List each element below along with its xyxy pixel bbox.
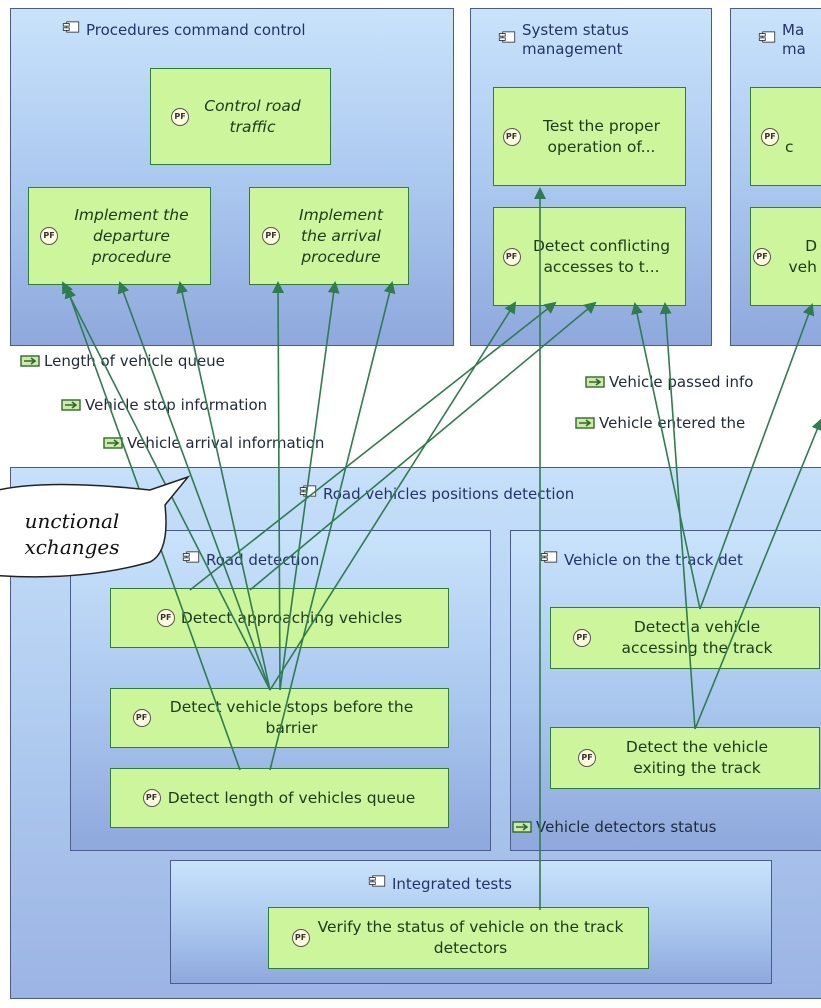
function-implement-arrival[interactable]: PF Implement the arrival procedure [249, 187, 409, 285]
pf-icon: PF [761, 127, 779, 146]
pf-icon: PF [753, 247, 771, 266]
component-vehicle-on-track-detection[interactable]: Vehicle on the track det [510, 530, 821, 851]
exchange-icon [20, 355, 40, 367]
exchange-arrow [269, 281, 396, 771]
function-detect-vehicle-stops[interactable]: PF Detect vehicle stops before the barri… [110, 688, 449, 748]
component-title: Vehicle on the track det [564, 551, 743, 569]
exchange-vehicle-detectors-status[interactable]: Vehicle detectors status [512, 818, 716, 836]
pf-icon: PF [291, 929, 310, 947]
function-test-proper-operation[interactable]: PF Test the proper operation of... [493, 87, 686, 186]
callout-text: unctional xchanges [24, 509, 120, 559]
exchange-icon [512, 821, 532, 833]
component-icon [498, 31, 516, 43]
function-third-a-partial[interactable]: PF c [750, 87, 821, 186]
exchange-icon [585, 376, 605, 388]
function-verify-status-detectors[interactable]: PF Verify the status of vehicle on the t… [268, 907, 649, 969]
component-title: Road vehicles positions detection [323, 485, 575, 503]
function-detect-length-of-queue[interactable]: PF Detect length of vehicles queue [110, 768, 449, 828]
function-implement-departure[interactable]: PF Implement the departure procedure [28, 187, 211, 285]
pf-icon: PF [156, 609, 175, 627]
exchange-vehicle-stop-information[interactable]: Vehicle stop information [61, 396, 267, 414]
exchange-arrow [694, 418, 821, 730]
function-control-road-traffic[interactable]: PF Control road traffic [150, 68, 331, 165]
function-detect-vehicle-exiting-track[interactable]: PF Detect the vehicle exiting the track [550, 727, 820, 789]
function-detect-conflicting-accesses[interactable]: PF Detect conflicting accesses to t... [493, 207, 686, 306]
component-icon [62, 21, 80, 33]
exchange-icon [575, 417, 595, 429]
exchange-arrow [659, 302, 696, 730]
pf-icon: PF [573, 629, 591, 647]
exchange-arrow [699, 303, 815, 610]
component-title: Procedures command control [86, 21, 306, 39]
exchange-arrow [272, 281, 285, 691]
exchange-vehicle-entered[interactable]: Vehicle entered the [575, 414, 745, 432]
exchange-arrow [279, 281, 340, 691]
pf-icon: PF [262, 227, 280, 245]
exchange-arrow [189, 301, 557, 591]
function-third-b-partial[interactable]: PF D veh [750, 207, 821, 306]
pf-icon: PF [171, 107, 189, 126]
exchange-icon [61, 399, 81, 411]
callout-bubble [0, 475, 191, 578]
pf-icon: PF [578, 749, 596, 767]
component-title: Ma ma [782, 21, 806, 58]
exchange-vehicle-passed-info[interactable]: Vehicle passed info [585, 373, 753, 391]
component-icon [540, 551, 558, 563]
component-icon [368, 875, 386, 887]
exchange-arrow [249, 301, 597, 591]
exchange-arrow [117, 281, 271, 691]
component-title: Integrated tests [392, 875, 512, 893]
component-procedures-command-control[interactable]: Procedures command control [10, 8, 454, 346]
pf-icon: PF [142, 789, 161, 807]
exchange-arrow [631, 302, 701, 610]
component-title: System status management [522, 21, 629, 58]
component-icon [182, 551, 200, 563]
pf-icon: PF [502, 247, 521, 266]
pf-icon: PF [502, 127, 521, 146]
exchange-arrow [176, 281, 271, 691]
pf-icon: PF [40, 227, 58, 245]
exchange-vehicle-arrival-information[interactable]: Vehicle arrival information [103, 434, 324, 452]
pf-icon: PF [132, 709, 151, 727]
function-detect-vehicle-accessing-track[interactable]: PF Detect a vehicle accessing the track [550, 607, 820, 669]
exchange-length-of-vehicle-queue[interactable]: Length of vehicle queue [20, 352, 225, 370]
component-icon [758, 31, 776, 43]
